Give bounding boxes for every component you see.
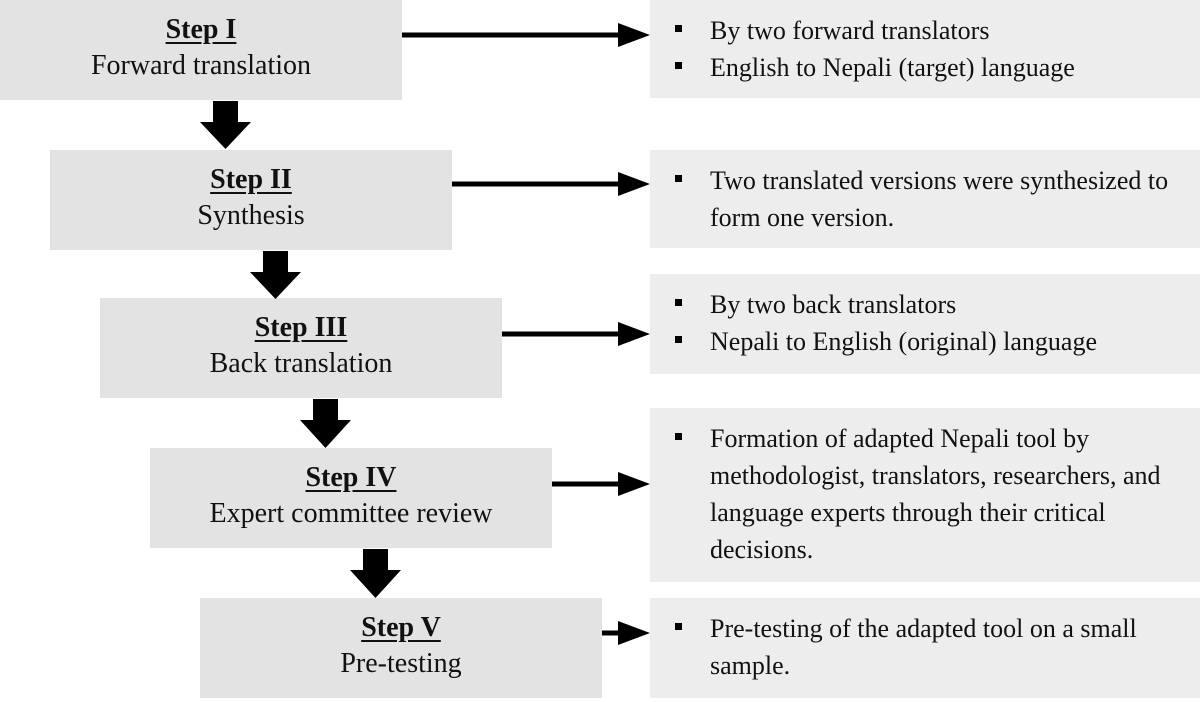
step-5-box: Step V Pre-testing (200, 598, 602, 698)
step-3-to-notes-arrow (502, 322, 650, 346)
step-3-note-1: By two back translators (674, 286, 1180, 323)
step-5-notes: Pre-testing of the adapted tool on a sma… (650, 598, 1200, 698)
step-1-title: Step I (165, 14, 237, 45)
step-3-title: Step III (254, 312, 348, 343)
step-1-subtitle: Forward translation (90, 50, 312, 81)
step-1-box: Step I Forward translation (0, 0, 402, 100)
step-1-note-1: By two forward translators (674, 12, 1180, 49)
step-1-to-notes-arrow (402, 23, 650, 47)
step-2-to-notes-arrow (452, 172, 650, 196)
step-4-box: Step IV Expert committee review (150, 448, 552, 548)
step-2-note-1: Two translated versions were synthesized… (674, 162, 1180, 236)
step-3-note-2: Nepali to English (original) language (674, 323, 1180, 360)
step-4-subtitle: Expert committee review (209, 498, 493, 529)
step-2-to-3-down-arrow (250, 251, 301, 299)
step-5-subtitle: Pre-testing (340, 648, 462, 679)
step-5-note-1: Pre-testing of the adapted tool on a sma… (674, 610, 1180, 684)
step-2-subtitle: Synthesis (197, 200, 305, 231)
step-3-box: Step III Back translation (100, 298, 502, 398)
step-5-to-notes-arrow (602, 621, 650, 645)
step-3-subtitle: Back translation (209, 348, 393, 379)
step-4-to-notes-arrow (552, 472, 650, 496)
step-3-to-4-down-arrow (300, 399, 351, 448)
step-4-to-5-down-arrow (350, 549, 401, 598)
step-1-to-2-down-arrow (200, 101, 251, 149)
step-3-notes: By two back translators Nepali to Englis… (650, 274, 1200, 374)
step-1-note-2: English to Nepali (target) language (674, 49, 1180, 86)
step-2-title: Step II (210, 164, 292, 195)
step-4-note-1: Formation of adapted Nepali tool by meth… (674, 420, 1180, 568)
step-4-title: Step IV (305, 462, 397, 493)
step-5-title: Step V (361, 612, 441, 643)
step-4-notes: Formation of adapted Nepali tool by meth… (650, 408, 1200, 582)
step-2-notes: Two translated versions were synthesized… (650, 150, 1200, 248)
step-1-notes: By two forward translators English to Ne… (650, 0, 1200, 98)
step-2-box: Step II Synthesis (50, 150, 452, 250)
